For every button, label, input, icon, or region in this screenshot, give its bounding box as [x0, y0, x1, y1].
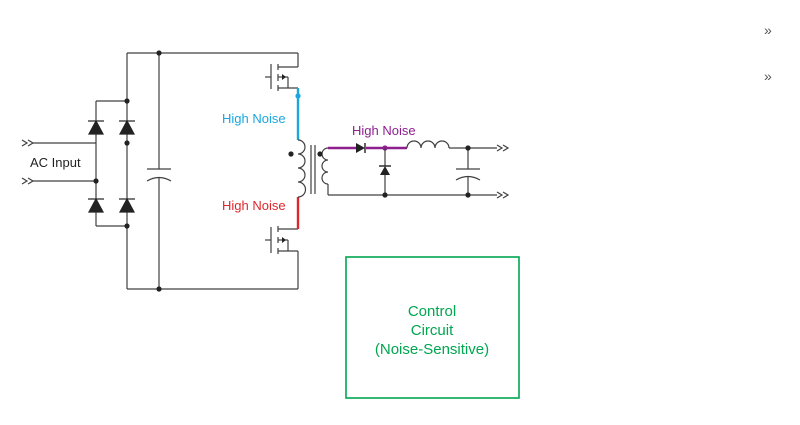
high-noise-label-output: High Noise	[352, 123, 416, 138]
transformer-icon	[297, 139, 329, 198]
diode-icon	[87, 197, 105, 213]
control-circuit-box	[345, 256, 520, 399]
upper-mosfet-icon	[265, 64, 299, 91]
dc-bus-wiring	[126, 52, 299, 290]
bulk-capacitor	[146, 168, 172, 182]
junction-dots	[93, 50, 471, 292]
polarity-dot-primary	[288, 151, 294, 157]
diode-icon	[118, 119, 136, 135]
node-dot	[295, 93, 301, 99]
control-label-line3: (Noise-Sensitive)	[375, 341, 489, 358]
diode-icon	[118, 197, 136, 213]
output-filter	[328, 140, 510, 199]
bridge-diodes	[87, 119, 136, 213]
diode-icon	[87, 119, 105, 135]
mosfet-arrow-icon	[282, 237, 286, 243]
control-label-line2: Circuit	[411, 322, 454, 339]
mosfet-arrow-icon	[282, 74, 286, 80]
lower-mosfet-icon	[265, 226, 299, 278]
polarity-dot-secondary	[317, 151, 323, 157]
high-noise-label-top: High Noise	[222, 111, 286, 126]
ac-input-label: AC Input	[30, 155, 81, 170]
high-noise-label-bottom: High Noise	[222, 198, 286, 213]
control-label-line1: Control	[408, 303, 456, 320]
output-diode-icon	[356, 143, 365, 153]
chevron-icon-top: »	[764, 22, 772, 38]
ac-input-terminals	[21, 139, 96, 185]
chevron-icon-second: »	[764, 68, 772, 84]
freewheel-diode-icon	[380, 166, 390, 175]
